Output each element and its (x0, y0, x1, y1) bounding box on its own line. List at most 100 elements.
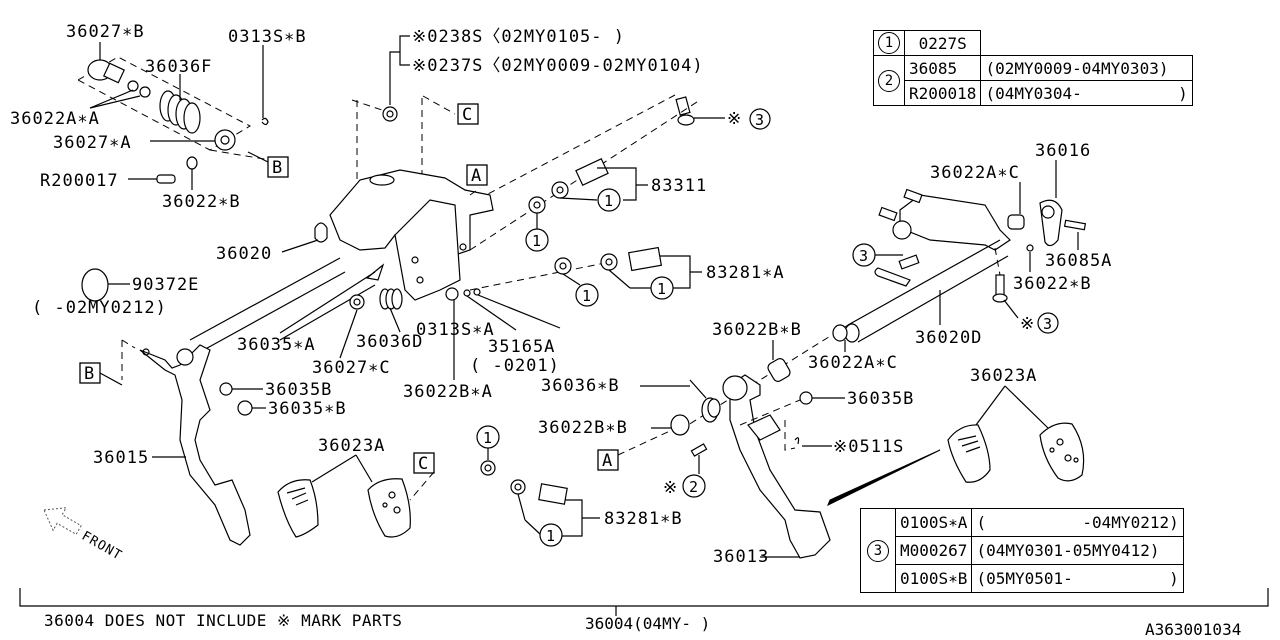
clutch-master-cylinder-group (76, 42, 271, 190)
label-36035B-left: 36035B (265, 380, 332, 400)
circle-ref-3-label: 3 (1043, 315, 1053, 333)
footer-note: 36004 DOES NOT INCLUDE ※ MARK PARTS (44, 611, 403, 630)
label-36027B: 36027∗B (66, 22, 145, 42)
label-0237S: ※0237S〈02MY0009-02MY0104) (412, 56, 704, 76)
assembly-label: 36004(04MY- ) (585, 614, 711, 633)
label-0313SA: 0313S∗A (416, 320, 495, 340)
label-36020D: 36020D (915, 328, 982, 348)
ref-box-B-top-label: B (272, 158, 283, 178)
part-36020D-brake-bracket (844, 188, 1011, 343)
label-36036D: 36036D (356, 332, 423, 352)
bolt-star3-right (992, 274, 1008, 303)
part-36036D-spring (379, 288, 403, 310)
label-36022BB-low: 36022B∗B (538, 418, 628, 438)
label-star3-right: ※ (1020, 314, 1035, 334)
ref-box-C-top-label: C (462, 105, 473, 125)
label-36022BB-top: 36022B∗B (712, 320, 802, 340)
label-36016: 36016 (1035, 141, 1091, 161)
label-star3-top: ※ (727, 109, 742, 129)
part-36035Bstar (237, 400, 253, 416)
part-36023A-pad-right-2 (1039, 422, 1085, 482)
circle-ref-3 (1037, 312, 1059, 334)
circle-ref-1-label: 1 (657, 280, 667, 298)
ref-cell: 1 (873, 30, 905, 56)
front-label: FRONT (79, 529, 125, 564)
range-cell: (05MY0501- ) (971, 564, 1184, 593)
part-cell: R200018 (903, 80, 982, 106)
label-star2: ※ (663, 478, 678, 498)
label-36035Bstar: 36035∗B (268, 399, 347, 419)
part-36035B-right (799, 391, 813, 405)
table-row: M000267 (04MY0301-05MY0412) (861, 536, 1184, 565)
circle-ref-1 (575, 283, 599, 307)
ref-cell: 3 (860, 508, 896, 593)
label-36022AA: 36022A∗A (10, 109, 100, 129)
label-36022AC-mid: 36022A∗C (808, 353, 898, 373)
ref-box-C-top (457, 103, 479, 125)
bolt-3-right (898, 254, 920, 270)
circle-ref-1-label: 1 (582, 287, 592, 305)
label-83281A: 83281∗A (706, 263, 785, 283)
label-36022BA: 36022B∗A (403, 382, 493, 402)
label-36027C: 36027∗C (312, 358, 391, 378)
label-36027A: 36027∗A (53, 133, 132, 153)
label-36013: 36013 (713, 547, 769, 567)
parts-table-top: 1 0227S 2 36085 (02MY0009-04MY0303) R200… (873, 30, 1193, 106)
label-0238S: ※0238S〈02MY0105- ) (412, 27, 625, 47)
ref-box-A-low (597, 449, 619, 471)
part-36036F-boot (159, 90, 201, 134)
label-90372E-range: ( -02MY0212) (32, 298, 167, 318)
ref-box-A-top-label: A (471, 166, 482, 186)
bolt-star3-top (675, 96, 695, 126)
label-36035A: 36035∗A (237, 335, 316, 355)
assembly-bracket (19, 588, 1269, 607)
part-36035B-left (219, 382, 233, 396)
circle-ref-1-label: 1 (604, 192, 614, 210)
part-83281A-switch (627, 246, 663, 272)
label-R200017: R200017 (40, 171, 119, 191)
label-36020: 36020 (216, 244, 272, 264)
circle-ref-1 (539, 523, 563, 547)
label-36023A-left: 36023A (318, 436, 385, 456)
part-36015-pedal (139, 344, 251, 546)
part-90372E-plug (81, 268, 109, 302)
label-90372E: 90372E (132, 275, 199, 295)
part-83281B-switch (538, 483, 568, 505)
ref-box-B-left-label: B (84, 364, 95, 384)
part-36085A (1063, 219, 1087, 231)
ref-box-B-top (267, 156, 289, 178)
label-36036B: 36036∗B (541, 376, 620, 396)
ref-box-C-bottom-label: C (418, 454, 429, 474)
range-cell: ( -04MY0212) (971, 508, 1184, 537)
label-36022AC-top: 36022A∗C (930, 163, 1020, 183)
ref-box-C-bottom (413, 452, 435, 474)
circle-ref-2 (682, 474, 706, 498)
pedal-shaft (189, 257, 385, 353)
circle-ref-1: 1 (878, 32, 900, 54)
part-83311-switch (575, 158, 609, 186)
part-36036B-spring (689, 379, 721, 423)
part-36016 (1039, 199, 1063, 247)
part-cell: 0100S∗B (894, 564, 973, 593)
table-row: R200018 (04MY0304- ) (874, 80, 1193, 106)
pad-pointer (827, 449, 941, 507)
label-36022B-top: 36022∗B (162, 192, 241, 212)
part-cell: 0100S∗A (894, 508, 973, 537)
circle-ref-3-label: 3 (859, 247, 869, 265)
part-36023A-pad-right-1 (947, 424, 991, 483)
part-36022BA (445, 287, 459, 301)
label-36023A-right: 36023A (970, 366, 1037, 386)
diagram-code: A363001034 (1145, 620, 1242, 639)
label-83281B: 83281∗B (604, 509, 683, 529)
table-row: 1 0227S (873, 30, 1193, 56)
part-R200017 (156, 174, 176, 184)
circle-ref-1 (597, 188, 621, 212)
label-83311: 83311 (651, 176, 707, 196)
circle-ref-3: 3 (867, 539, 889, 562)
circle-ref-1-label: 1 (546, 527, 556, 545)
part-36013-brake-pedal (722, 374, 831, 559)
part-36022AC-top (1007, 214, 1025, 230)
label-35165A-range: ( -0201) (470, 356, 560, 376)
table-row: 3 0100S∗A ( -04MY0212) (860, 508, 1184, 593)
